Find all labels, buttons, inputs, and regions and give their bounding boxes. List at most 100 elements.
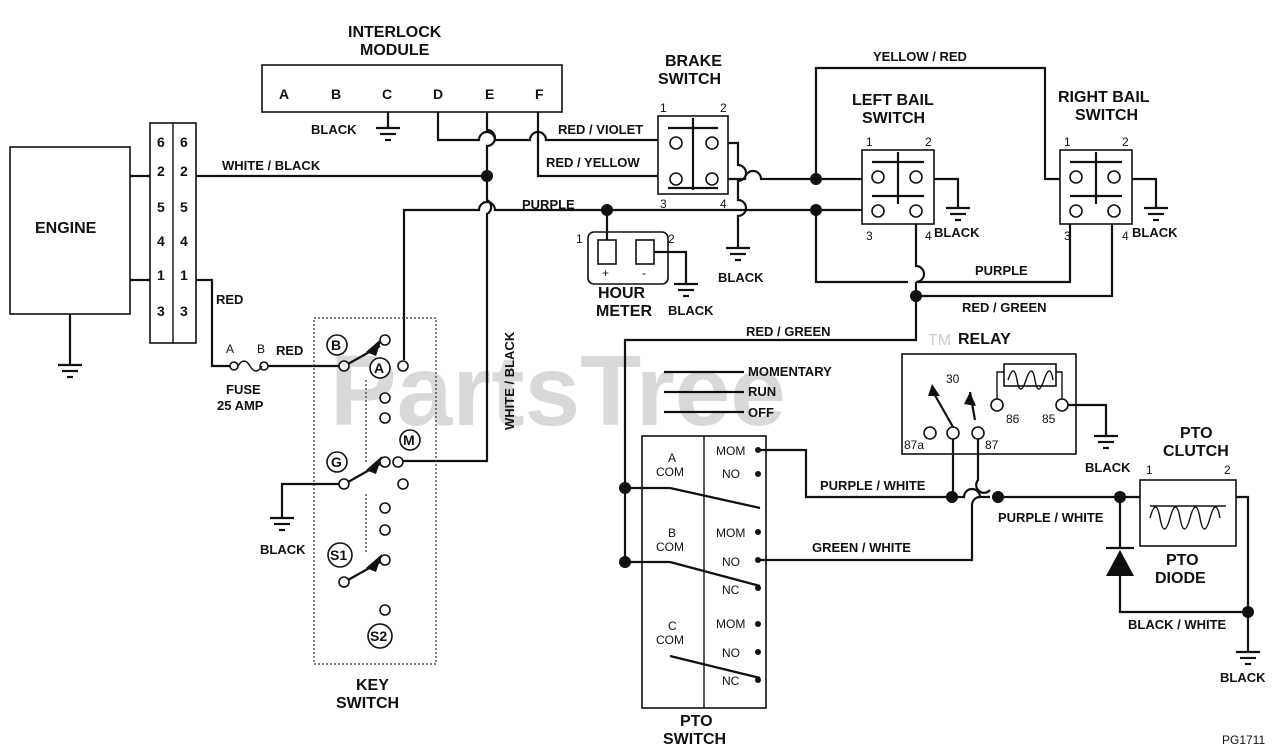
- pin-2-right: 2: [180, 163, 188, 179]
- pto-c-nc: NC: [722, 674, 740, 688]
- clutch-ground-icon: [1236, 650, 1260, 666]
- pto-switch-subtitle: SWITCH: [663, 731, 726, 748]
- pto-position-run: RUN: [748, 384, 776, 399]
- interlock-terminal-f: F: [535, 86, 544, 102]
- trademark: TM: [928, 332, 951, 349]
- fuse-terminal-b: B: [257, 342, 265, 356]
- left-bail-ground-label: BLACK: [934, 225, 980, 240]
- wire-label-purple-white-2: PURPLE / WHITE: [998, 510, 1104, 525]
- pto-a-name: A: [668, 451, 676, 465]
- wire-label-white-black-vertical: WHITE / BLACK: [502, 331, 517, 430]
- brake-terminal-1: 1: [660, 101, 667, 115]
- key-terminal-s2: S2: [370, 628, 387, 644]
- key-switch: KEY SWITCH B A M G S1: [260, 317, 437, 712]
- wire-label-white-black: WHITE / BLACK: [222, 158, 321, 173]
- wire-label-black-white: BLACK / WHITE: [1128, 617, 1227, 632]
- key-ground-icon: [270, 516, 294, 532]
- wire-label-purple-bail: PURPLE: [975, 263, 1028, 278]
- engine-connector: 6 2 5 4 1 3 6 2 5 4 1 3: [130, 122, 197, 344]
- clutch-ground-label: BLACK: [1220, 670, 1266, 685]
- pin-2-left: 2: [157, 163, 165, 179]
- interlock-ground-label: BLACK: [311, 122, 357, 137]
- key-terminal-m: M: [403, 432, 415, 448]
- pto-clutch-coil-icon: [1149, 505, 1226, 530]
- relay-terminal-87: 87: [985, 438, 999, 452]
- pto-diode-title: PTO: [1166, 552, 1199, 569]
- interlock-title: INTERLOCK: [348, 24, 442, 41]
- wire-label-red-green: RED / GREEN: [962, 300, 1047, 315]
- hour-meter-minus: -: [642, 266, 646, 280]
- right-bail-switch: RIGHT BAIL SWITCH 1 2 3 4 BLACK: [1058, 89, 1178, 243]
- wire-label-green-white: GREEN / WHITE: [812, 540, 911, 555]
- interlock-terminal-b: B: [331, 86, 341, 102]
- interlock-module: INTERLOCK MODULE A B C D E F BLACK: [261, 24, 563, 142]
- pto-b-mom: MOM: [716, 526, 745, 540]
- pto-a-no: NO: [722, 467, 740, 481]
- interlock-subtitle: MODULE: [360, 42, 430, 59]
- wire-label-red: RED: [216, 292, 243, 307]
- right-bail-terminal-2: 2: [1122, 135, 1129, 149]
- pin-1-left: 1: [157, 267, 165, 283]
- pto-c-com: COM: [656, 633, 684, 647]
- pin-4-left: 4: [157, 233, 165, 249]
- right-bail-terminal-4: 4: [1122, 229, 1129, 243]
- hour-meter-terminal-1: 1: [576, 232, 583, 246]
- brake-ground-icon: [726, 246, 750, 262]
- right-bail-subtitle: SWITCH: [1075, 107, 1138, 124]
- brake-switch-title: BRAKE: [665, 53, 722, 70]
- pto-c-name: C: [668, 619, 677, 633]
- right-bail-terminal-3: 3: [1064, 229, 1071, 243]
- interlock-terminal-d: D: [433, 86, 443, 102]
- pin-3-right: 3: [180, 303, 188, 319]
- pto-clutch-terminal-2: 2: [1224, 463, 1231, 477]
- left-bail-terminal-2: 2: [925, 135, 932, 149]
- right-bail-ground-icon: [1144, 206, 1168, 222]
- left-bail-title: LEFT BAIL: [852, 92, 934, 109]
- pto-c-no: NO: [722, 646, 740, 660]
- pin-1-right: 1: [180, 267, 188, 283]
- key-terminal-g: G: [331, 454, 342, 470]
- wire-label-red-violet: RED / VIOLET: [558, 122, 643, 137]
- key-terminal-s1: S1: [330, 547, 347, 563]
- engine: ENGINE: [9, 146, 131, 379]
- wire-label-red-fuse: RED: [276, 343, 303, 358]
- wire-label-yellow-red: YELLOW / RED: [873, 49, 967, 64]
- hour-meter-terminal-2: 2: [668, 232, 675, 246]
- pto-b-name: B: [668, 526, 676, 540]
- brake-switch: BRAKE SWITCH 1 2 3 4 BLACK: [657, 53, 764, 285]
- relay-ground-label: BLACK: [1085, 460, 1131, 475]
- relay-coil-icon: [1003, 363, 1057, 390]
- key-terminal-b: B: [331, 337, 341, 353]
- wire-label-red-yellow: RED / YELLOW: [546, 155, 640, 170]
- pto-b-no: NO: [722, 555, 740, 569]
- pto-switch: MOMENTARY RUN OFF PTO SWITCH A COM MOM N…: [625, 364, 832, 748]
- left-bail-terminal-4: 4: [925, 229, 932, 243]
- pto-position-momentary: MOMENTARY: [748, 364, 832, 379]
- relay-ground-icon: [1094, 434, 1118, 450]
- relay: RELAY 30 87a 87 86 85 BLACK: [901, 331, 1131, 475]
- left-bail-ground-icon: [946, 206, 970, 222]
- relay-terminal-85: 85: [1042, 412, 1056, 426]
- pto-diode: [1106, 497, 1248, 614]
- pin-3-left: 3: [157, 303, 165, 319]
- wire-label-red-green-2: RED / GREEN: [746, 324, 831, 339]
- relay-terminal-86: 86: [1006, 412, 1020, 426]
- left-bail-subtitle: SWITCH: [862, 110, 925, 127]
- key-ground-label: BLACK: [260, 542, 306, 557]
- pto-clutch-title: PTO: [1180, 425, 1213, 442]
- engine-ground-icon: [58, 363, 82, 379]
- interlock-terminal-c: C: [382, 86, 392, 102]
- pto-clutch-subtitle: CLUTCH: [1163, 443, 1229, 460]
- key-switch-subtitle: SWITCH: [336, 695, 399, 712]
- brake-terminal-4: 4: [720, 197, 727, 211]
- hour-meter-subtitle: METER: [596, 303, 652, 320]
- relay-terminal-87a: 87a: [904, 438, 924, 452]
- pin-6-right: 6: [180, 134, 188, 150]
- hour-meter-title: HOUR: [598, 285, 646, 302]
- pto-clutch: PTO CLUTCH 1 2 PTO DIODE: [1139, 425, 1250, 612]
- interlock-terminal-a: A: [279, 86, 289, 102]
- pto-a-com: COM: [656, 465, 684, 479]
- pto-switch-title: PTO: [680, 713, 713, 730]
- right-bail-ground-label: BLACK: [1132, 225, 1178, 240]
- fuse-rating: 25 AMP: [217, 398, 264, 413]
